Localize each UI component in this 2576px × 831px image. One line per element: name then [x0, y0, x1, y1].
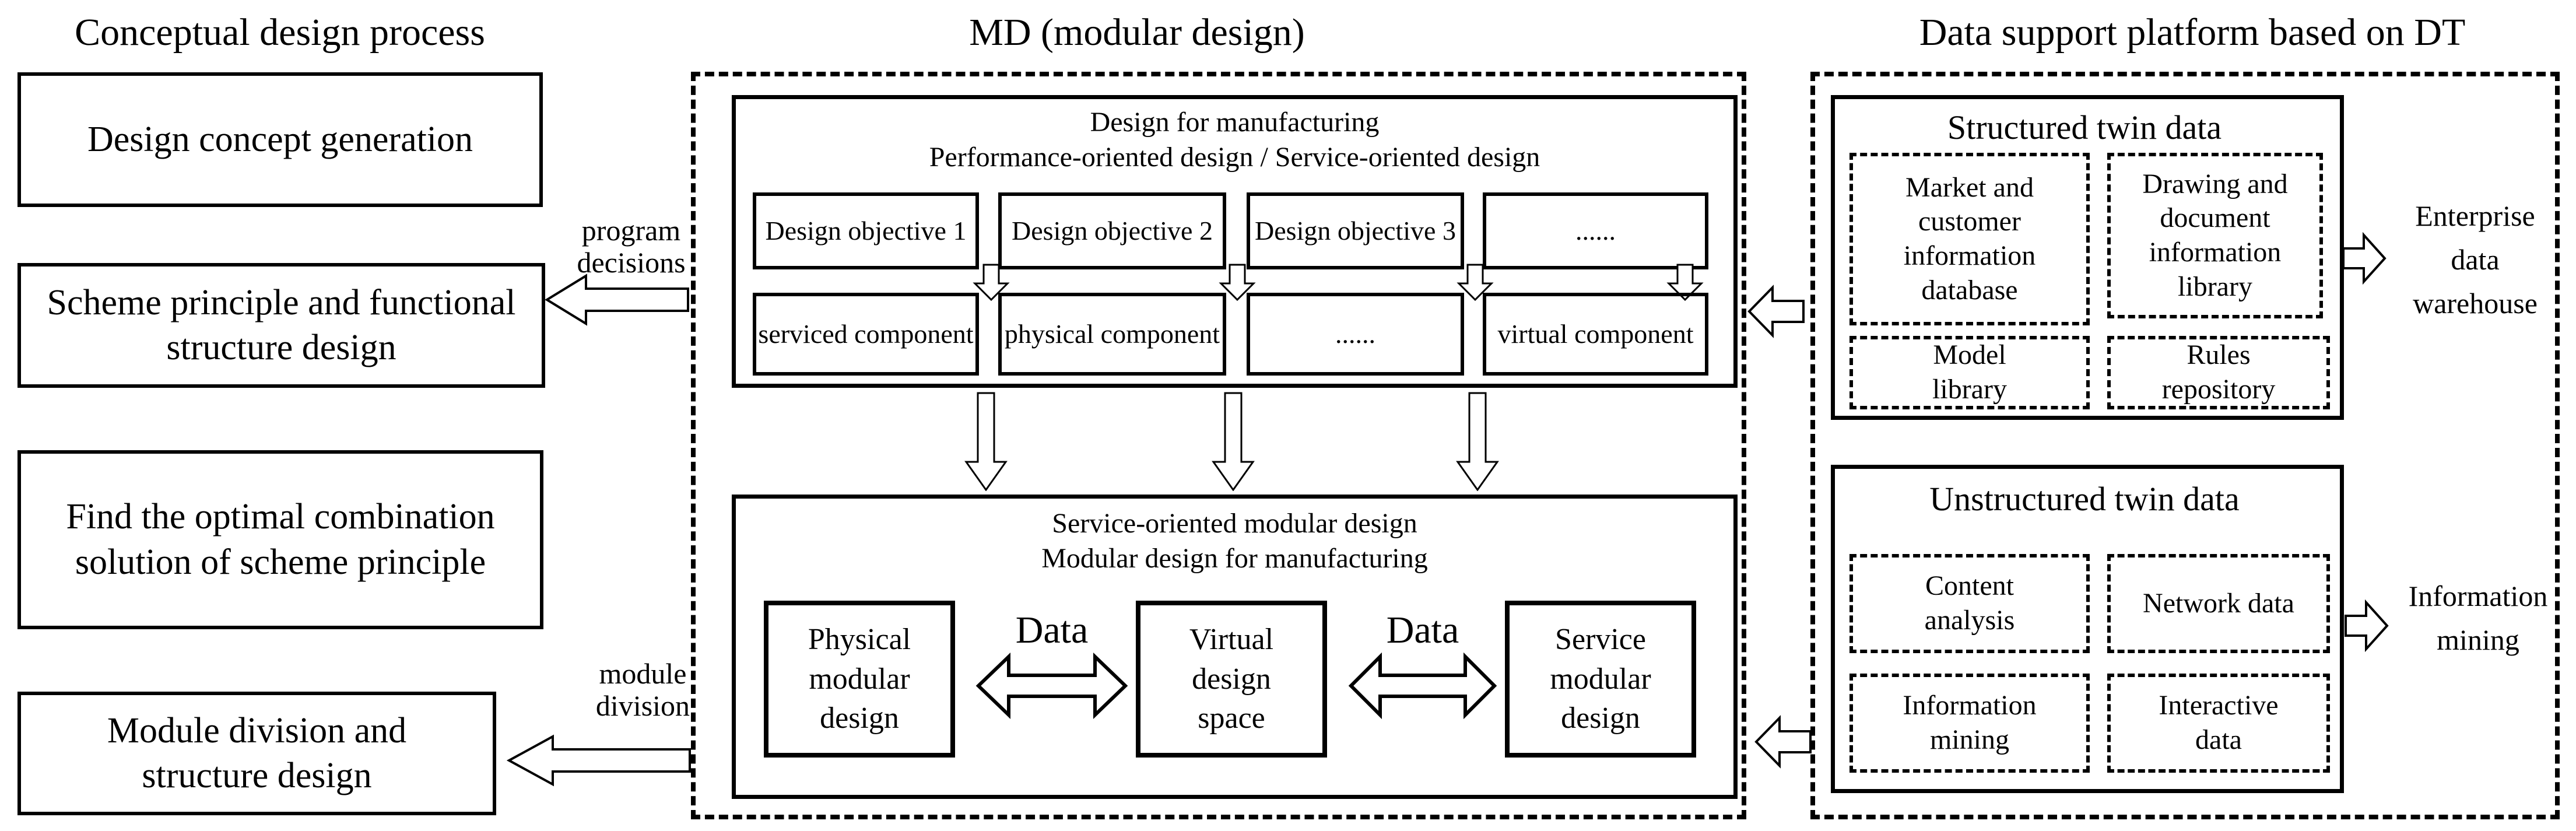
process-box-design-concept: Design concept generation	[17, 72, 543, 207]
program-decisions-label: program decisions	[577, 214, 686, 279]
data-double-arrow-2	[1348, 652, 1497, 720]
md-container	[691, 72, 1746, 819]
structured-output-arrow-right	[2342, 232, 2387, 285]
middle-column-title: MD (modular design)	[969, 11, 1305, 54]
down-arrow-1	[973, 264, 1010, 301]
data-platform-container	[1810, 72, 2560, 819]
program-decisions-arrow-left	[545, 274, 689, 326]
design-objective-more-box: ......	[1483, 192, 1708, 269]
rules-repository-cell: Rules repository	[2107, 336, 2330, 409]
interactive-data-cell: Interactive data	[2107, 674, 2330, 773]
right-column-title: Data support platform based on DT	[1919, 11, 2466, 54]
drawing-document-library-cell: Drawing and document information library	[2107, 153, 2323, 318]
data-label-2: Data	[1386, 609, 1459, 651]
structured-twin-data-title: Structured twin data	[1947, 108, 2222, 146]
process-box-scheme-principle: Scheme principle and functional structur…	[17, 263, 545, 388]
component-more-box: ......	[1247, 293, 1464, 376]
information-mining-label: Information mining	[2408, 580, 2548, 656]
design-objective-1-box: Design objective 1	[753, 192, 979, 269]
design-objective-3-box: Design objective 3	[1247, 192, 1464, 269]
unstructured-twin-data-title: Unstructured twin data	[1929, 479, 2240, 518]
model-library-cell: Model library	[1849, 336, 2090, 409]
structured-twin-data-box	[1831, 95, 2344, 420]
down-arrow-long-3	[1456, 392, 1499, 491]
serviced-component-box: serviced component	[753, 293, 979, 376]
dfm-title-line1: Design for manufacturing	[1090, 107, 1380, 138]
somd-title-line2: Modular design for manufacturing	[1041, 543, 1428, 574]
content-analysis-cell: Content analysis	[1849, 554, 2090, 653]
process-box-module-division: Module division and structure design	[17, 692, 496, 815]
service-oriented-md-box	[732, 495, 1738, 799]
module-division-arrow-left	[506, 734, 691, 787]
process-box-optimal-combination: Find the optimal combination solution of…	[17, 450, 543, 629]
down-arrow-long-2	[1212, 392, 1255, 491]
data-label-1: Data	[1015, 609, 1089, 651]
module-division-label: module division	[595, 657, 690, 722]
information-mining-cell: Information mining	[1849, 674, 2090, 773]
down-arrow-3	[1457, 264, 1494, 301]
dfm-title-line2: Performance-oriented design / Service-or…	[929, 142, 1540, 173]
unstructured-twin-data-box	[1831, 465, 2344, 793]
physical-component-box: physical component	[998, 293, 1226, 376]
left-column-title: Conceptual design process	[75, 11, 485, 54]
design-objective-2-box: Design objective 2	[998, 192, 1226, 269]
platform-to-md-arrow-bottom	[1754, 715, 1812, 769]
physical-modular-design-box: Physical modular design	[764, 601, 955, 758]
somd-title-line1: Service-oriented modular design	[1052, 508, 1417, 539]
unstructured-output-arrow-right	[2345, 599, 2389, 652]
service-modular-design-box: Service modular design	[1505, 601, 1696, 758]
data-double-arrow-1	[975, 652, 1128, 720]
design-for-manufacturing-box	[732, 95, 1738, 388]
network-data-cell: Network data	[2107, 554, 2330, 653]
down-arrow-long-1	[964, 392, 1008, 491]
down-arrow-2	[1219, 264, 1256, 301]
virtual-component-box: virtual component	[1483, 293, 1708, 376]
market-customer-db-cell: Market and customer information database	[1849, 153, 2090, 325]
down-arrow-4	[1666, 264, 1704, 301]
virtual-design-space-box: Virtual design space	[1136, 601, 1327, 758]
enterprise-data-warehouse-label: Enterprise data warehouse	[2413, 199, 2538, 320]
platform-to-md-arrow-top	[1747, 285, 1805, 338]
